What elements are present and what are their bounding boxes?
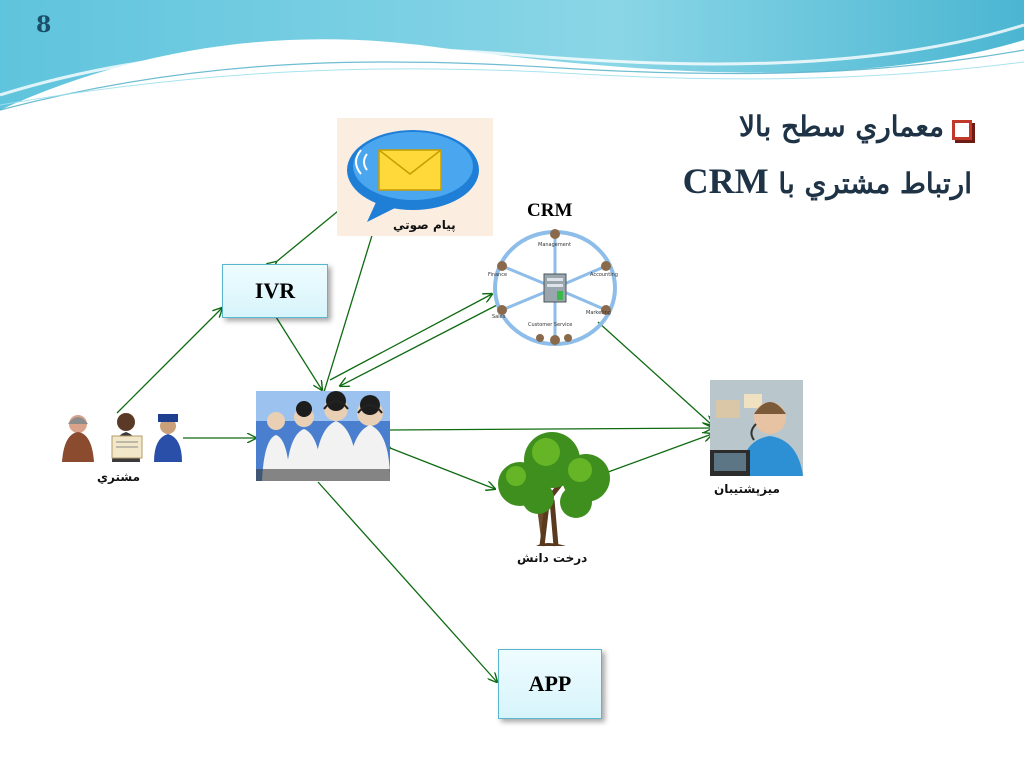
crm-wheel-icon: Management Accounting Marketing Customer… <box>488 229 618 346</box>
support-desk-label: ميزپشتيبان <box>714 482 780 496</box>
voicemail-icon <box>337 118 493 236</box>
app-box: APP <box>498 649 602 719</box>
crm-role-management: Management <box>538 242 571 248</box>
arrow-tree-to-support <box>599 434 712 476</box>
slide-title-line-1: معماري سطح بالا <box>739 110 944 143</box>
call-center-agents-icon <box>256 391 390 481</box>
crm-role-finance: Finance <box>488 272 507 278</box>
crm-role-customer-service: Customer Service <box>528 322 572 328</box>
slide-number: 8 <box>36 12 52 38</box>
customer-label: مشتري <box>97 470 141 484</box>
arrow-customer-to-ivr <box>116 308 222 414</box>
title-crm-text: CRM <box>682 161 769 201</box>
arrow-ivr-to-callcenter <box>275 316 322 390</box>
ivr-box: IVR <box>222 264 328 318</box>
crm-role-accounting: Accounting <box>590 272 618 278</box>
crm-role-sales: Sales <box>492 314 506 320</box>
arrow-callcenter-to-app <box>317 481 497 682</box>
customer-group-icon <box>62 413 182 462</box>
slide-title-line-2: ارتباط مشتري با CRM <box>683 160 972 202</box>
crm-title: CRM <box>527 200 573 221</box>
voicemail-label: پيام صوتي <box>393 218 456 232</box>
crm-role-marketing: Marketing <box>586 310 611 316</box>
title-bullet-icon <box>952 120 972 140</box>
arrow-crm-to-callcenter <box>340 304 498 386</box>
knowledge-tree-icon <box>498 432 610 547</box>
title-line-2-text: ارتباط مشتري با <box>778 167 972 200</box>
support-desk-icon <box>710 380 803 476</box>
header-wave-decoration <box>0 0 1024 111</box>
knowledge-tree-label: درخت دانش <box>517 551 588 565</box>
arrow-callcenter-to-crm <box>329 294 492 381</box>
arrow-callcenter-to-tree <box>390 448 495 489</box>
